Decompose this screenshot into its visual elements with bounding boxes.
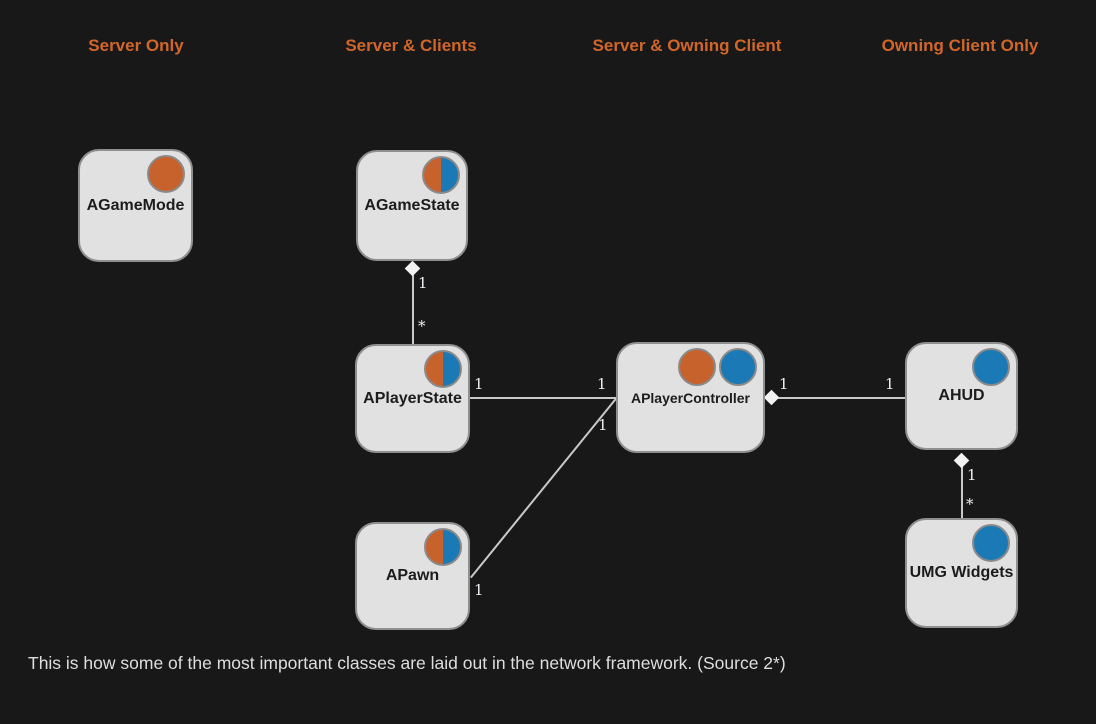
authority-badges [424,350,462,388]
node-apawn: APawn [355,522,470,630]
node-label: APlayerController [630,389,751,406]
client-circle-icon [972,348,1010,386]
node-aplayerstate: APlayerState [355,344,470,453]
server-circle-icon [147,155,185,193]
column-header-owning-client-only: Owning Client Only [881,36,1039,55]
aggregation-diamond-icon [763,389,780,406]
node-label: APawn [385,567,440,584]
authority-badges [678,348,757,386]
caption-text: This is how some of the most important c… [28,653,786,673]
node-agamemode: AGameMode [78,149,193,262]
column-header-server-owning-client: Server & Owning Client [592,36,782,55]
server-client-circle-icon [424,528,462,566]
edge-gamestate-playerstate [412,275,414,344]
server-client-circle-icon [424,350,462,388]
multiplicity-label: 1 [474,375,484,393]
multiplicity-label: 1 [418,274,428,292]
authority-badges [972,524,1010,562]
client-circle-icon [972,524,1010,562]
multiplicity-label: 1 [885,375,895,393]
authority-badges [972,348,1010,386]
edge-playerstate-playercontroller [470,397,616,399]
multiplicity-label: 1 [474,581,484,599]
edge-pawn-playercontroller [470,396,618,578]
server-circle-icon [678,348,716,386]
server-client-circle-icon [422,156,460,194]
multiplicity-label: * [966,495,974,513]
client-circle-icon [719,348,757,386]
node-label: AHUD [938,387,985,404]
column-header-server-clients: Server & Clients [345,36,477,55]
node-label: APlayerState [363,389,462,407]
multiplicity-label: * [418,317,426,335]
node-label: AGameMode [86,196,185,214]
node-ahud: AHUD [905,342,1018,450]
multiplicity-label: 1 [597,375,607,393]
node-umg-widgets: UMG Widgets [905,518,1018,628]
node-label: AGameState [364,196,460,214]
multiplicity-label: 1 [779,375,789,393]
edge-playercontroller-ahud [778,397,905,399]
multiplicity-label: 1 [967,466,977,484]
node-label: UMG Widgets [909,564,1014,581]
node-aplayercontroller: APlayerController [616,342,765,453]
multiplicity-label: 1 [598,416,608,434]
edge-ahud-umgwidgets [961,466,963,518]
column-header-server-only: Server Only [88,36,184,55]
authority-badges [422,156,460,194]
authority-badges [424,528,462,566]
node-agamestate: AGameState [356,150,468,261]
authority-badges [147,155,185,193]
